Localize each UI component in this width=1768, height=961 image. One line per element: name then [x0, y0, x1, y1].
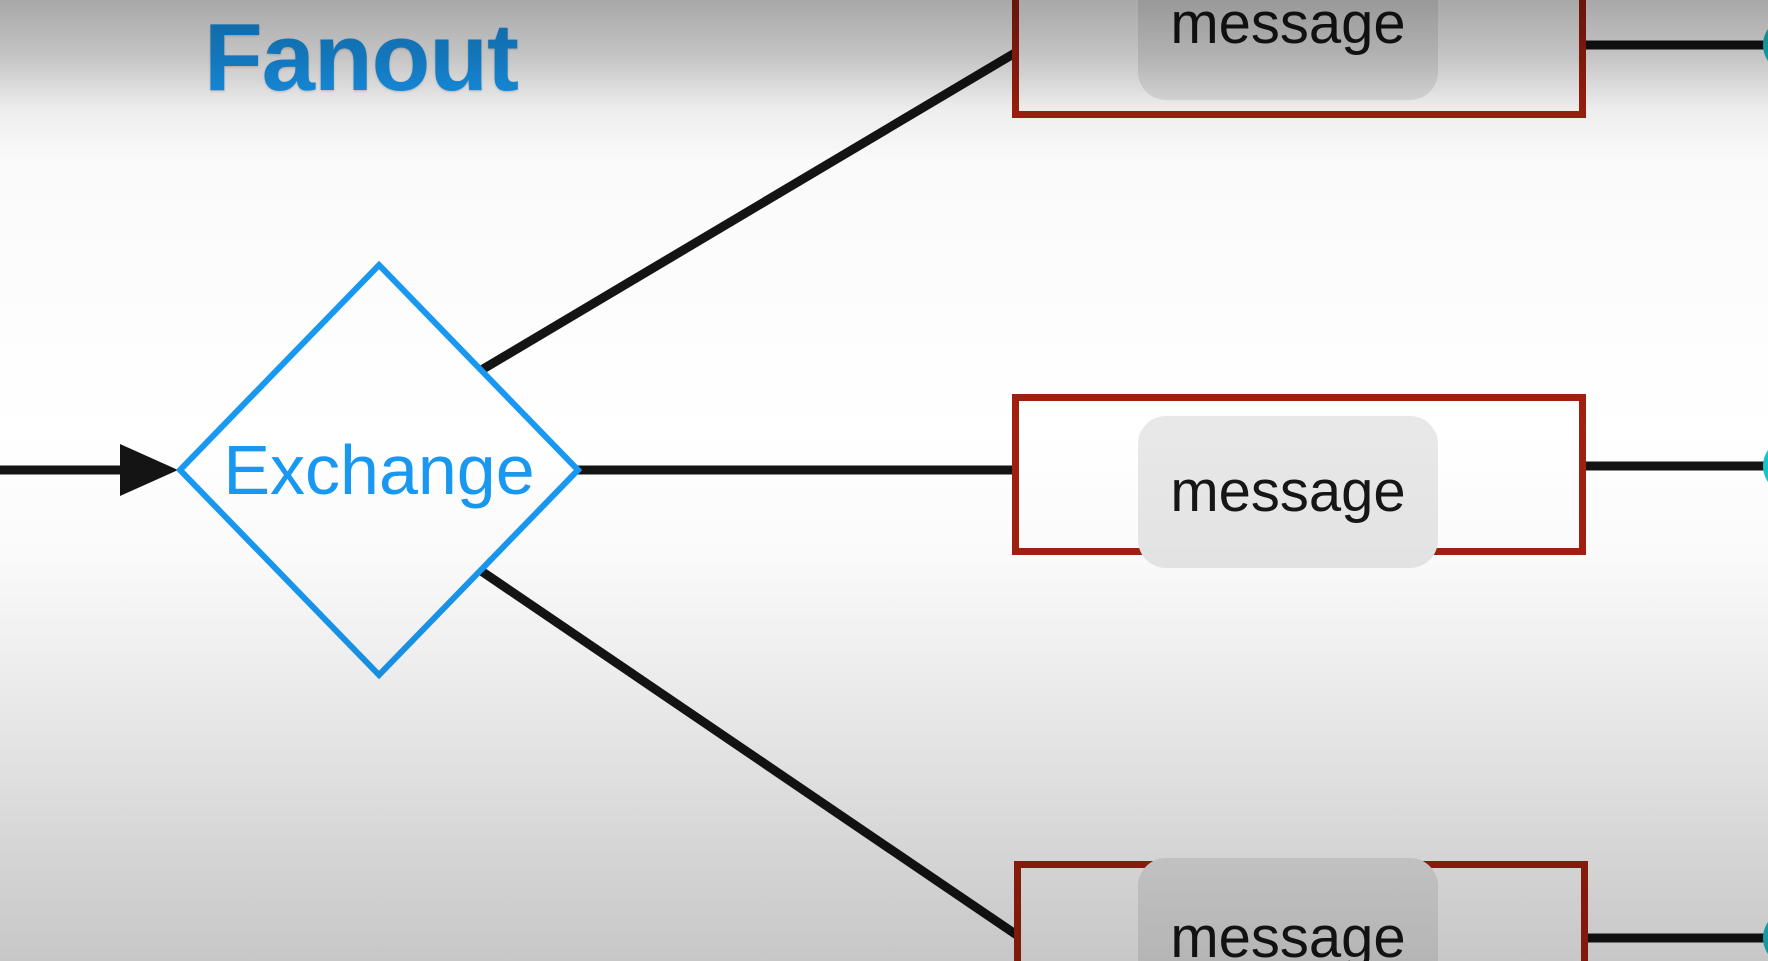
message-bubble-middle: message	[1138, 416, 1438, 568]
producer-arrowhead-icon	[120, 444, 178, 496]
message-bubble-bottom: message	[1138, 858, 1438, 961]
exchange-label: Exchange	[223, 431, 535, 509]
message-bubble-top: message	[1138, 0, 1438, 100]
fanout-wire-top	[465, 40, 1033, 382]
fanout-wire-bottom	[465, 558, 1027, 944]
consumer-node-top-icon	[1763, 29, 1768, 61]
message-label: message	[1170, 905, 1406, 961]
queue-box-bottom: message	[1014, 858, 1588, 961]
consumer-node-middle-icon	[1763, 450, 1768, 482]
message-label: message	[1170, 459, 1406, 524]
consumer-node-bottom-icon	[1763, 922, 1768, 954]
message-label: message	[1170, 0, 1406, 56]
queue-box-middle: message	[1012, 394, 1586, 568]
queue-box-top: message	[1012, 0, 1586, 118]
